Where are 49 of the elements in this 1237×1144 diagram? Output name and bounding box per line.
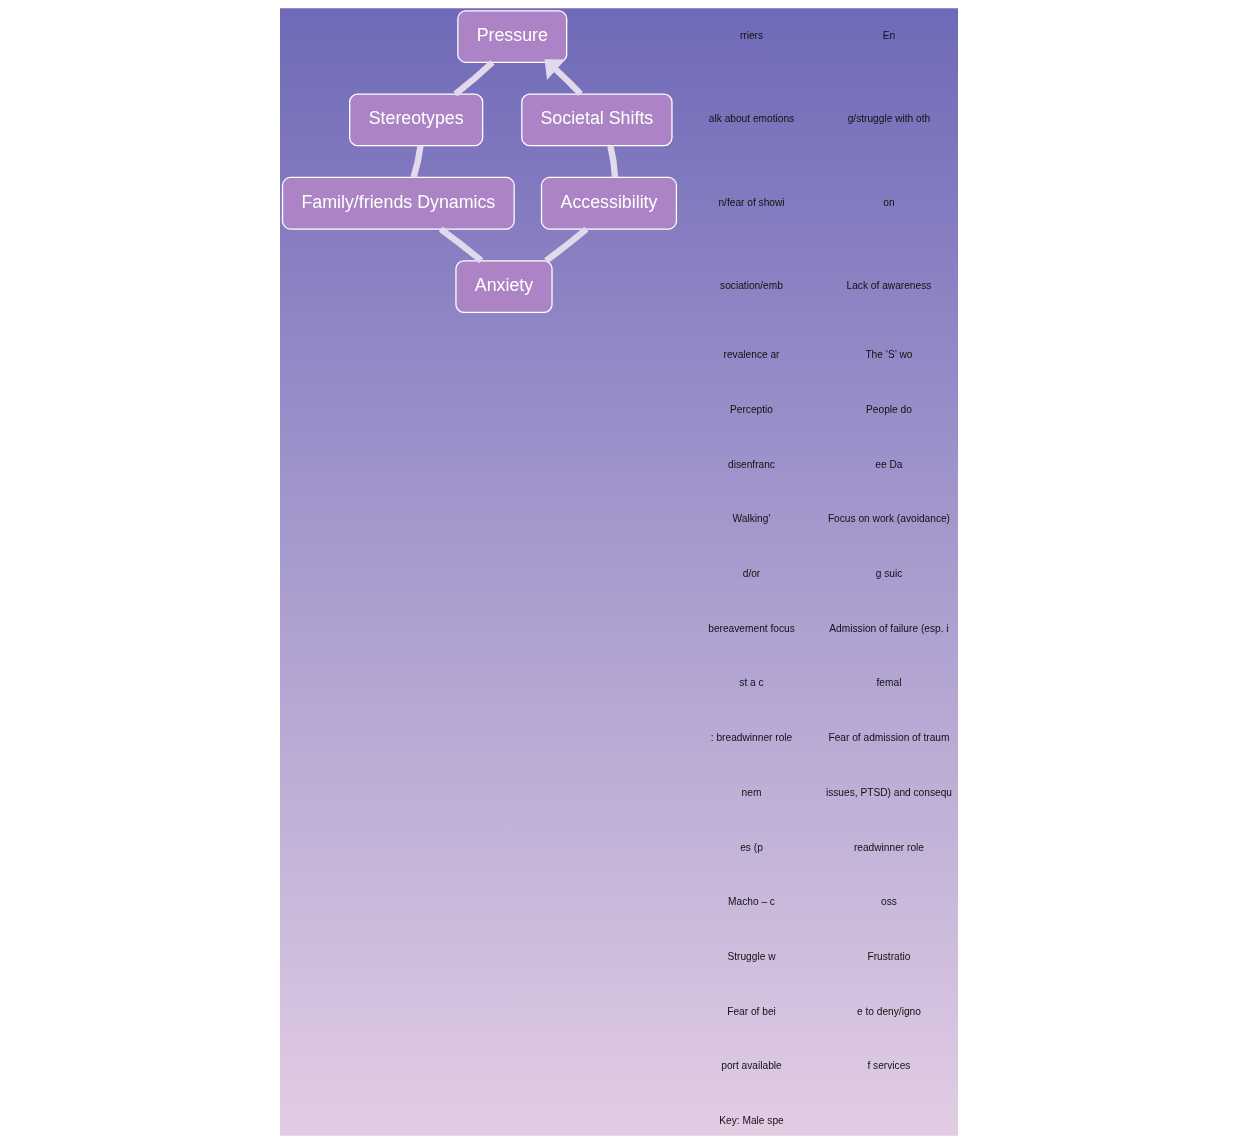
label: Admission of failure (esp. i: [828, 622, 949, 634]
connector: [543, 226, 588, 264]
label: st a c: [738, 677, 764, 689]
connector: [438, 226, 483, 264]
label: e to deny/igno: [856, 1005, 921, 1017]
label: n/fear of showi: [717, 196, 785, 208]
connector: [453, 60, 495, 97]
label: : breadwinner role: [710, 732, 792, 744]
label: revalence ar: [723, 349, 780, 361]
arrow: [544, 59, 583, 97]
label: disenfranc: [727, 458, 775, 470]
label: g suic: [875, 567, 902, 579]
label: oss: [880, 896, 897, 908]
connector: [606, 145, 618, 178]
label: Walking': [732, 513, 770, 525]
label: ee Da: [874, 458, 903, 470]
label: Macho – c: [727, 896, 775, 908]
node-box: Accessibility: [540, 176, 677, 230]
label: on: [882, 196, 895, 208]
label: Struggle w: [726, 951, 776, 963]
label: Frustratio: [866, 951, 910, 963]
node-box: Societal Shifts: [520, 93, 673, 147]
label: issues, PTSD) and consequ: [825, 786, 952, 798]
label: alk about emotions: [708, 113, 794, 125]
label: bereavement focus: [707, 622, 795, 634]
label: En: [882, 29, 895, 41]
label: g/struggle with oth: [847, 113, 930, 125]
label: Lack of awareness: [846, 280, 931, 292]
label: rriers: [739, 29, 763, 41]
label: The ‘S’ wo: [864, 349, 913, 361]
label: port available: [720, 1060, 782, 1072]
label: femal: [876, 677, 901, 689]
label: Focus on work (avoidance): [827, 513, 950, 525]
label: es (p: [739, 841, 763, 853]
label: Fear of bei: [726, 1005, 776, 1017]
label: Perceptio: [729, 403, 773, 415]
node-box: Pressure: [456, 10, 567, 63]
node-box: Stereotypes: [348, 93, 483, 147]
label: f services: [866, 1060, 910, 1072]
connector: [410, 145, 424, 179]
label: Fear of admission of traum: [827, 732, 949, 744]
label: readwinner role: [853, 841, 924, 853]
label: nem: [741, 786, 761, 798]
node-box: Anxiety: [454, 260, 553, 313]
node-box: Family/friends Dynamics: [281, 176, 515, 230]
label: Key: Male spe: [718, 1115, 784, 1127]
label: People do: [865, 403, 912, 415]
label: sociation/emb: [719, 280, 783, 292]
label: d/or: [742, 567, 760, 579]
